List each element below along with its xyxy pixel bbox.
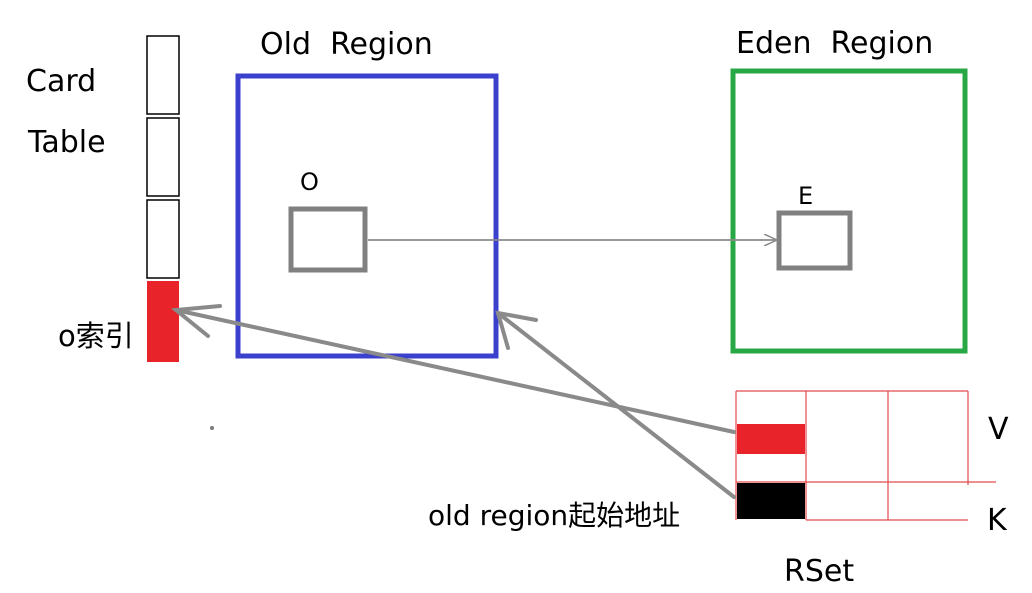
rset-key-label: old region起始地址 bbox=[428, 499, 680, 532]
card-table-title-line1: Card bbox=[26, 64, 96, 99]
eden-object-box bbox=[776, 210, 853, 271]
rset-value-cell bbox=[737, 424, 805, 454]
card-table: Card Table o索引 bbox=[26, 35, 180, 362]
card-table-cell bbox=[146, 117, 180, 197]
card-table-title-line2: Table bbox=[27, 125, 106, 160]
pointer-k-arrowhead bbox=[495, 310, 538, 350]
old-region-box bbox=[235, 73, 499, 359]
stray-dot bbox=[210, 426, 214, 430]
rset: V K RSet old region起始地址 bbox=[428, 390, 1009, 589]
pointer-v-to-card-index bbox=[174, 308, 736, 434]
eden-region-box bbox=[730, 68, 968, 354]
rset-title: RSet bbox=[784, 554, 854, 589]
old-region: Old Region O bbox=[235, 27, 499, 359]
rset-key-cell bbox=[737, 483, 805, 519]
old-object-box bbox=[288, 206, 368, 273]
pointer-v-arrowhead bbox=[170, 304, 222, 338]
pointer-k-to-old-region bbox=[496, 311, 736, 499]
card-index-label: o索引 bbox=[58, 319, 134, 353]
eden-region-title: Eden Region bbox=[736, 26, 933, 61]
eden-object-label: E bbox=[798, 182, 813, 210]
old-region-title: Old Region bbox=[260, 27, 433, 62]
rset-pointers bbox=[170, 304, 736, 499]
card-table-cell bbox=[146, 35, 180, 115]
eden-region: Eden Region E bbox=[730, 26, 968, 354]
card-table-dirty-cell bbox=[147, 281, 179, 362]
rset-row-v-label: V bbox=[988, 412, 1009, 447]
rset-row-k-label: K bbox=[987, 503, 1008, 538]
rset-grid bbox=[735, 390, 996, 521]
card-table-cell bbox=[146, 199, 180, 279]
old-object-label: O bbox=[300, 168, 319, 196]
